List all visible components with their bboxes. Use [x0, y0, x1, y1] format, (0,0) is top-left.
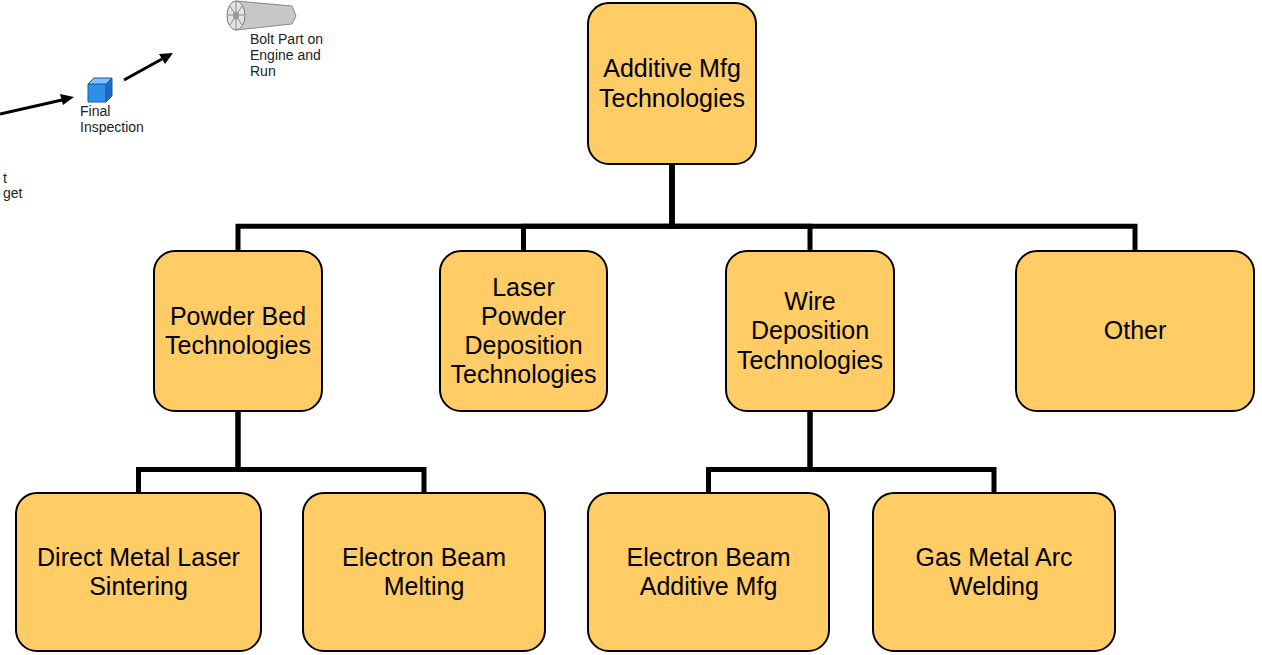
box-label: Direct Metal Laser Sintering — [27, 543, 250, 602]
step-label: Final Inspection — [80, 103, 160, 135]
org-box: Electron Beam Melting — [302, 492, 546, 652]
box-label: Electron Beam Additive Mfg — [599, 543, 818, 602]
tree-connector — [238, 412, 424, 492]
org-box: Other — [1015, 250, 1255, 412]
tree-connector — [672, 165, 810, 250]
org-box: Powder Bed Technologies — [153, 250, 323, 412]
org-box: Wire Deposition Technologies — [725, 250, 895, 412]
org-box: Electron Beam Additive Mfg — [587, 492, 830, 652]
org-box: Gas Metal Arc Welding — [872, 492, 1116, 652]
box-label: Electron Beam Melting — [314, 543, 534, 602]
org-box: Laser Powder Deposition Technologies — [439, 250, 609, 412]
step-label: Bolt Part on Engine and Run — [250, 31, 350, 79]
box-label: Wire Deposition Technologies — [737, 287, 883, 375]
step-label: t — [3, 170, 23, 186]
inspection-cube — [88, 78, 112, 102]
box-label: Powder Bed Technologies — [165, 302, 311, 361]
box-label: Gas Metal Arc Welding — [884, 543, 1104, 602]
tree-connector — [524, 165, 673, 250]
flow-arrow — [0, 94, 74, 114]
tree-connector — [810, 412, 994, 492]
flow-arrow — [124, 53, 173, 80]
tree-connector — [139, 412, 238, 492]
engine-icon — [227, 1, 296, 30]
box-label: Laser Powder Deposition Technologies — [451, 273, 597, 390]
box-label: Other — [1104, 316, 1167, 345]
tree-connector — [709, 412, 811, 492]
step-label: get — [3, 185, 33, 201]
tree-connector — [238, 165, 672, 250]
org-box: Additive Mfg Technologies — [587, 2, 757, 165]
tree-connector — [672, 165, 1135, 250]
org-box: Direct Metal Laser Sintering — [15, 492, 262, 652]
box-label: Additive Mfg Technologies — [599, 54, 745, 113]
